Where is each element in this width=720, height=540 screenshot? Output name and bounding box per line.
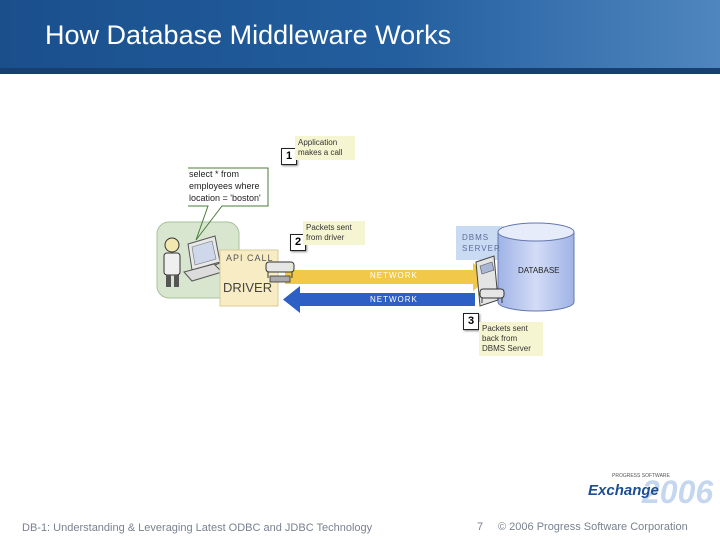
dbms-server-box xyxy=(456,226,504,260)
title-bar xyxy=(0,0,720,74)
computer-icon xyxy=(183,235,233,282)
logo-small-text: PROGRESS SOFTWARE xyxy=(612,473,670,479)
slide-title: How Database Middleware Works xyxy=(45,20,452,50)
footer-copyright: © 2006 Progress Software Corporation xyxy=(498,521,688,533)
dbms-server-label: DBMS SERVER xyxy=(462,233,501,253)
footer-page-number: 7 xyxy=(477,521,484,533)
dbms-server-icon xyxy=(475,255,505,307)
network-label-top: NETWORK xyxy=(370,271,418,280)
network-arrow-top xyxy=(285,270,473,284)
step-1-callout: Application makes a call xyxy=(295,136,355,160)
user-person-icon xyxy=(163,237,181,287)
database-label: DATABASE xyxy=(518,266,560,275)
network-arrow-bottom xyxy=(300,293,475,306)
driver-label: DRIVER xyxy=(223,280,273,295)
database-cylinder xyxy=(497,222,575,312)
step-3-badge: 3 xyxy=(463,313,479,330)
step-2-callout: Packets sent from driver xyxy=(303,221,365,245)
logo-year: 2006 xyxy=(642,474,714,510)
network-label-bottom: NETWORK xyxy=(370,295,418,304)
query-bubble xyxy=(188,167,269,241)
footer-course-title: DB-1: Understanding & Leveraging Latest … xyxy=(22,522,373,534)
sql-query-text: select * from employees where location =… xyxy=(189,169,261,203)
api-call-label: API CALL xyxy=(226,253,274,263)
title-bar-shade xyxy=(0,68,720,74)
logo-text: Exchange xyxy=(588,482,659,499)
step-3-callout: Packets sent back from DBMS Server xyxy=(479,322,543,356)
driver-network-card-icon xyxy=(265,261,295,283)
exchange-2006-logo: PROGRESS SOFTWARE 2006 Exchange xyxy=(588,472,713,522)
network-arrow-bottom-head xyxy=(283,286,300,313)
